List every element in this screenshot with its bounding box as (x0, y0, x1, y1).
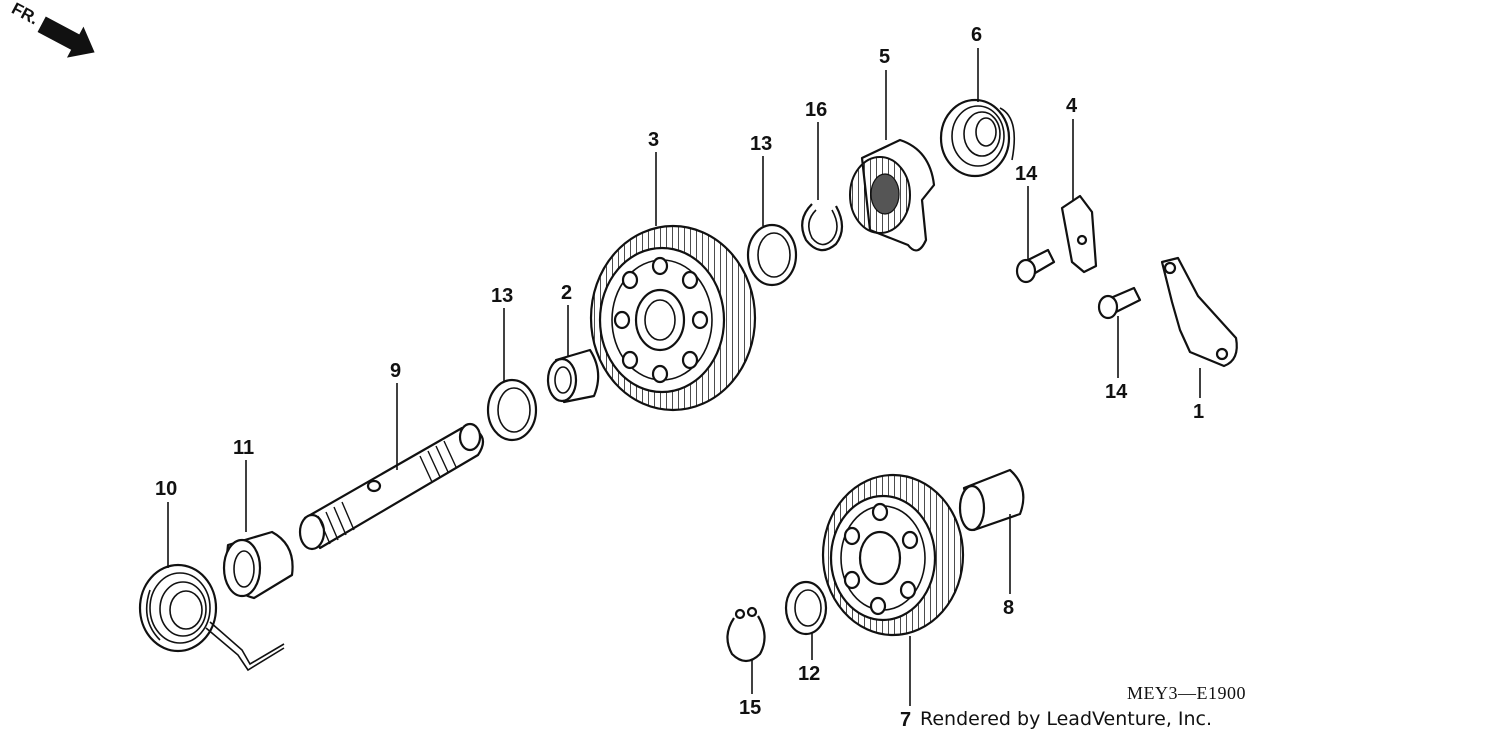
callout-13-lower: 13 (491, 285, 513, 307)
plate-part-4[interactable] (1060, 194, 1098, 274)
washer-part-13-lower[interactable] (486, 378, 538, 442)
callout-10: 10 (155, 478, 177, 500)
render-credit: Rendered by LeadVenture, Inc. (920, 708, 1213, 730)
front-direction-arrow-icon: FR. (9, 0, 95, 58)
callout-13-upper: 13 (750, 133, 772, 155)
collar-part-11[interactable] (222, 530, 294, 600)
callout-1: 1 (1193, 401, 1204, 423)
leader-lines (167, 48, 1201, 706)
front-direction-label: FR. (9, 0, 42, 29)
callout-8: 8 (1003, 597, 1014, 619)
circlip-part-16[interactable] (801, 203, 844, 252)
spring-part-10[interactable] (138, 563, 285, 672)
plate-part-1[interactable] (1160, 256, 1238, 368)
callout-5: 5 (879, 46, 890, 68)
ratchet-part-5[interactable] (849, 138, 936, 252)
callout-9: 9 (390, 360, 401, 382)
callout-4: 4 (1066, 95, 1078, 117)
gear-part-3[interactable] (589, 224, 757, 412)
spring-part-6[interactable] (939, 98, 1016, 178)
bushing-part-8[interactable] (958, 468, 1025, 532)
callout-3: 3 (648, 129, 659, 151)
washer-part-12[interactable] (784, 580, 828, 636)
callout-6: 6 (971, 24, 982, 46)
callout-7: 7 (900, 709, 911, 731)
callout-16: 16 (805, 99, 827, 121)
diagram-code: MEY3—E1900 (1127, 683, 1246, 703)
bolt-part-14-lower[interactable] (1097, 286, 1142, 320)
callout-11: 11 (233, 437, 254, 459)
callout-12: 12 (798, 663, 820, 685)
spindle-part-9[interactable] (298, 422, 485, 551)
circlip-part-15[interactable] (726, 606, 766, 663)
bushing-part-2[interactable] (546, 348, 600, 404)
gear-part-7[interactable] (821, 473, 965, 637)
bolt-part-14-upper[interactable] (1015, 248, 1056, 284)
callout-14-upper: 14 (1015, 163, 1038, 185)
callout-14-lower: 14 (1105, 381, 1128, 403)
callout-2: 2 (561, 282, 572, 304)
callout-numbers: 1 2 3 4 5 6 7 8 9 10 11 12 13 13 14 14 1… (155, 24, 1204, 731)
callout-15: 15 (739, 697, 761, 719)
washer-part-13-upper[interactable] (746, 223, 798, 287)
